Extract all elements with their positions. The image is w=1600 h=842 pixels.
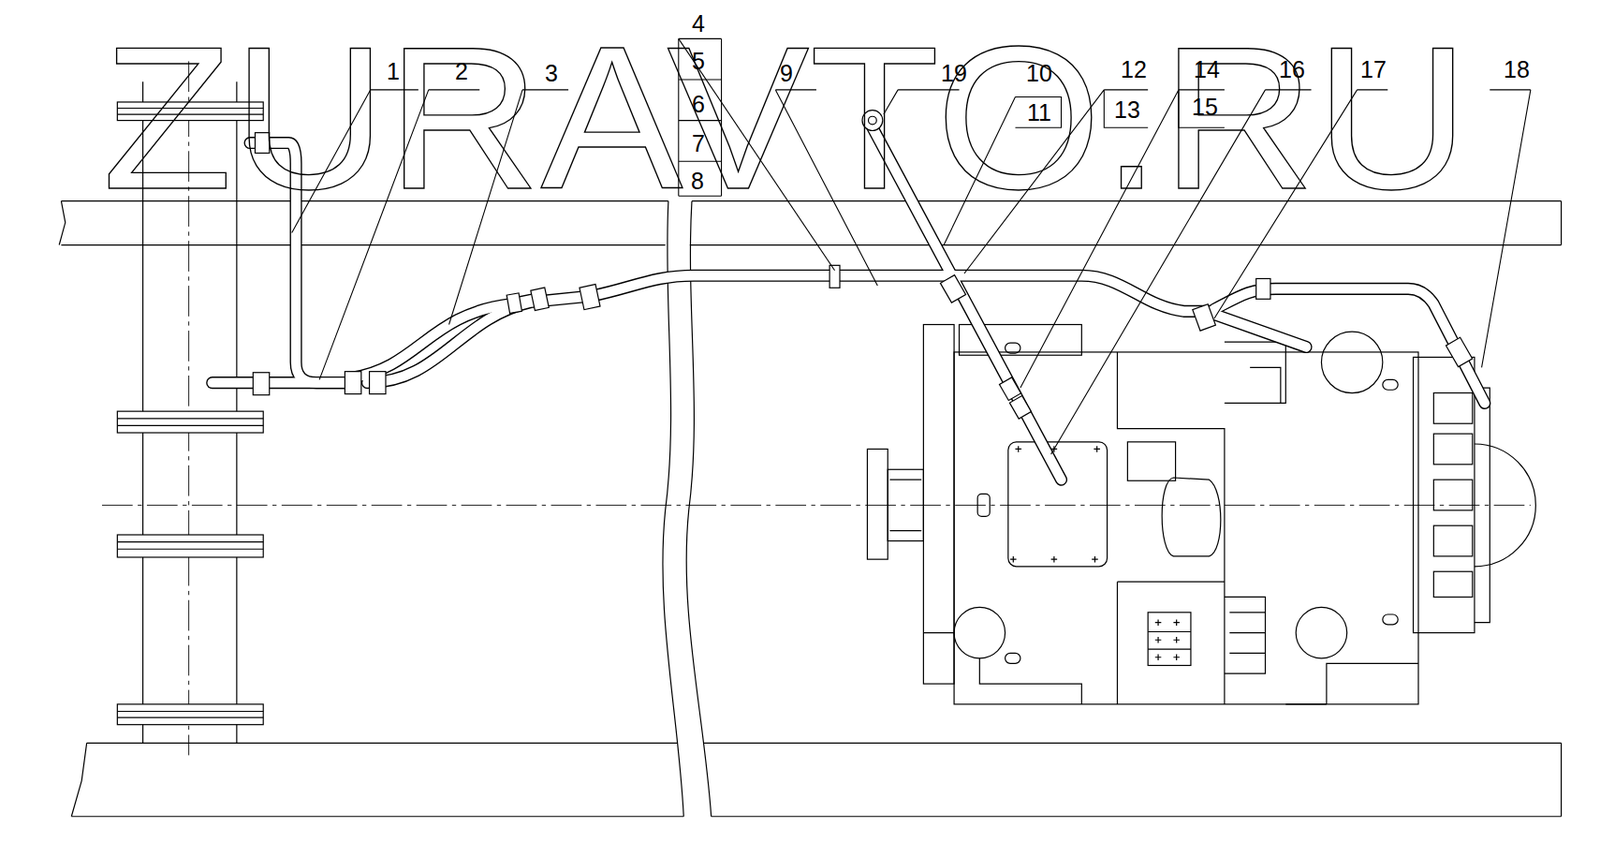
callout-number: 17 — [1360, 58, 1387, 82]
callout-number: 3 — [544, 61, 558, 86]
callout-number: 7 — [691, 132, 705, 156]
callout-number: 12 — [1120, 58, 1147, 82]
callout-number: 13 — [1114, 98, 1141, 122]
callout-number: 15 — [1191, 95, 1219, 119]
callout-number: 10 — [1026, 61, 1053, 86]
callout-number: 9 — [779, 61, 793, 86]
callout-number: 4 — [691, 12, 705, 36]
callout-number: 16 — [1278, 58, 1306, 82]
callout-number: 14 — [1193, 58, 1220, 82]
callout-number: 18 — [1503, 58, 1530, 82]
callout-number: 8 — [690, 169, 705, 193]
callout-number: 1 — [386, 59, 400, 84]
watermark: ZURAVTO.RU — [102, 16, 1469, 221]
callout-number: 5 — [691, 49, 705, 74]
callout-number: 2 — [455, 59, 469, 84]
callout-number: 6 — [691, 92, 705, 117]
callout-number: 19 — [940, 61, 968, 86]
callout-number: 11 — [1027, 101, 1052, 125]
